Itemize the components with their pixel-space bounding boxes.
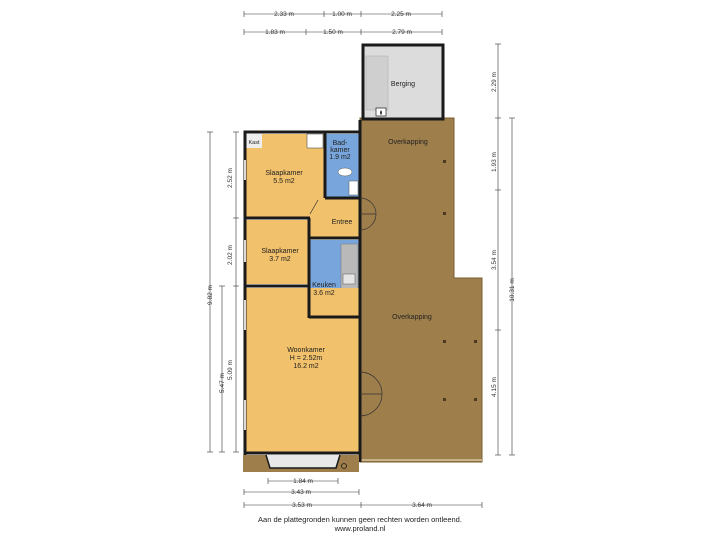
overkapping-posts	[443, 160, 477, 401]
dim-top-2: 1.00 m	[332, 11, 352, 18]
label-berging: Berging	[391, 81, 415, 88]
dim-right-2: 1.93 m	[491, 152, 498, 172]
dim-top-6: 2.79 m	[392, 29, 412, 36]
label-woonkamer: Woonkamer	[287, 347, 325, 354]
bay-window	[265, 454, 341, 469]
dim-right-outer: 10.31 m	[509, 278, 516, 302]
dim-bottom-inner: 1.84 m	[293, 478, 313, 485]
entree-room	[310, 198, 359, 238]
overkapping-area	[359, 117, 483, 463]
dim-bottom-right: 3.64 m	[412, 502, 432, 509]
sink-icon	[348, 180, 359, 196]
label-badkamer-area: 1.9 m2	[329, 154, 351, 161]
wardrobe	[306, 133, 324, 149]
dim-left-mid: 5.47 m	[219, 373, 226, 393]
dim-left-inner-1: 2.52 m	[227, 168, 234, 188]
label-slaapkamer1-area: 5.5 m2	[273, 178, 295, 185]
label-badkamer-a: Bad-	[333, 140, 348, 147]
dimension-lines-bottom	[243, 478, 483, 508]
dim-left-outer: 9.82 m	[207, 285, 214, 305]
dim-left-inner-3: 5.09 m	[227, 360, 234, 380]
berging-counter	[365, 55, 389, 111]
dimension-lines-left	[207, 131, 239, 453]
dim-top-1: 2.33 m	[274, 11, 294, 18]
label-kast: Kast	[248, 140, 259, 146]
label-entree: Entree	[332, 219, 353, 226]
label-badkamer-b: kamer	[330, 147, 350, 154]
label-slaapkamer2-area: 3.7 m2	[269, 256, 291, 263]
label-slaapkamer1: Slaapkamer	[265, 170, 303, 177]
dimension-lines-right	[495, 43, 515, 456]
label-slaapkamer2: Slaapkamer	[261, 248, 299, 255]
dimension-labels-bottom: 1.84 m 3.43 m 3.53 m 3.64 m	[291, 478, 432, 509]
label-woonkamer-height: H = 2.52m	[290, 355, 323, 362]
drain-icon	[341, 463, 347, 469]
dim-top-4: 1.83 m	[265, 29, 285, 36]
toilet-icon	[337, 167, 353, 177]
dim-right-3: 3.54 m	[491, 250, 498, 270]
label-keuken-area: 3.6 m2	[313, 290, 335, 297]
flame-icon	[380, 110, 382, 115]
label-overkapping-main: Overkapping	[392, 314, 432, 321]
walls	[243, 120, 362, 462]
dim-bottom-left: 3.53 m	[292, 502, 312, 509]
label-woonkamer-area: 16.2 m2	[293, 363, 318, 370]
dim-left-inner-2: 2.02 m	[227, 245, 234, 265]
label-overkapping-top: Overkapping	[388, 139, 428, 146]
woonkamer-lower-left	[246, 288, 308, 318]
slaapkamer2-room	[246, 220, 308, 284]
dim-top-3: 2.25 m	[391, 11, 411, 18]
footer-website[interactable]: www.proland.nl	[334, 524, 386, 533]
dimension-labels-top: 2.33 m 1.00 m 2.25 m 1.83 m 1.50 m 2.79 …	[265, 11, 412, 36]
doors	[309, 197, 383, 417]
dim-right-4: 4.15 m	[491, 377, 498, 397]
dim-right-1: 2.29 m	[491, 72, 498, 92]
dimension-labels-left: 9.82 m 5.47 m 2.52 m 2.02 m 5.09 m	[207, 168, 234, 393]
kitchen-sink-icon	[342, 273, 356, 285]
kast-fill	[246, 134, 262, 148]
label-keuken: Keuken	[312, 282, 336, 289]
dimension-lines-top	[243, 11, 443, 35]
footer-disclaimer: Aan de plattegronden kunnen geen rechten…	[258, 515, 462, 524]
dim-top-5: 1.50 m	[323, 29, 343, 36]
dim-bottom-mid: 3.43 m	[291, 489, 311, 496]
dimension-labels-right: 2.29 m 1.93 m 3.54 m 4.15 m 10.31 m	[491, 72, 516, 397]
room-labels: Kast Slaapkamer 5.5 m2 Bad- kamer 1.9 m2…	[248, 81, 431, 370]
